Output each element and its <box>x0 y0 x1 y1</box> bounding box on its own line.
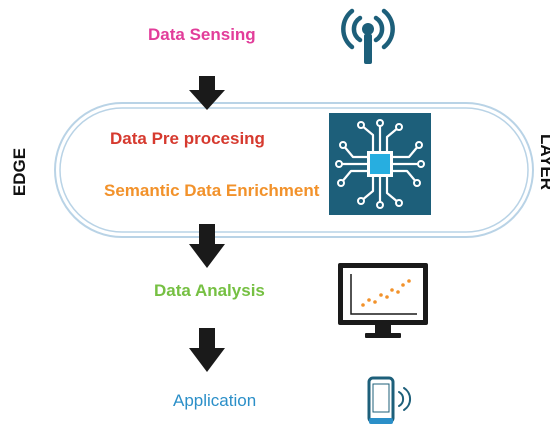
arrow-down-icon <box>189 328 225 372</box>
step-data-analysis: Data Analysis <box>154 281 265 300</box>
monitor-chart-icon <box>338 263 428 338</box>
step-data-preprocessing: Data Pre procesing <box>110 129 265 148</box>
circuit-chip-icon <box>329 113 431 215</box>
step-application: Application <box>173 391 257 410</box>
antenna-icon <box>341 8 395 64</box>
step-semantic-enrichment: Semantic Data Enrichment <box>104 181 320 200</box>
arrow-down-icon <box>189 76 225 110</box>
smartphone-icon <box>367 376 411 424</box>
step-data-sensing: Data Sensing <box>148 25 256 44</box>
arrow-down-icon <box>189 224 225 268</box>
edge-label: EDGE <box>10 147 30 197</box>
layer-label: LAYER <box>537 133 550 191</box>
